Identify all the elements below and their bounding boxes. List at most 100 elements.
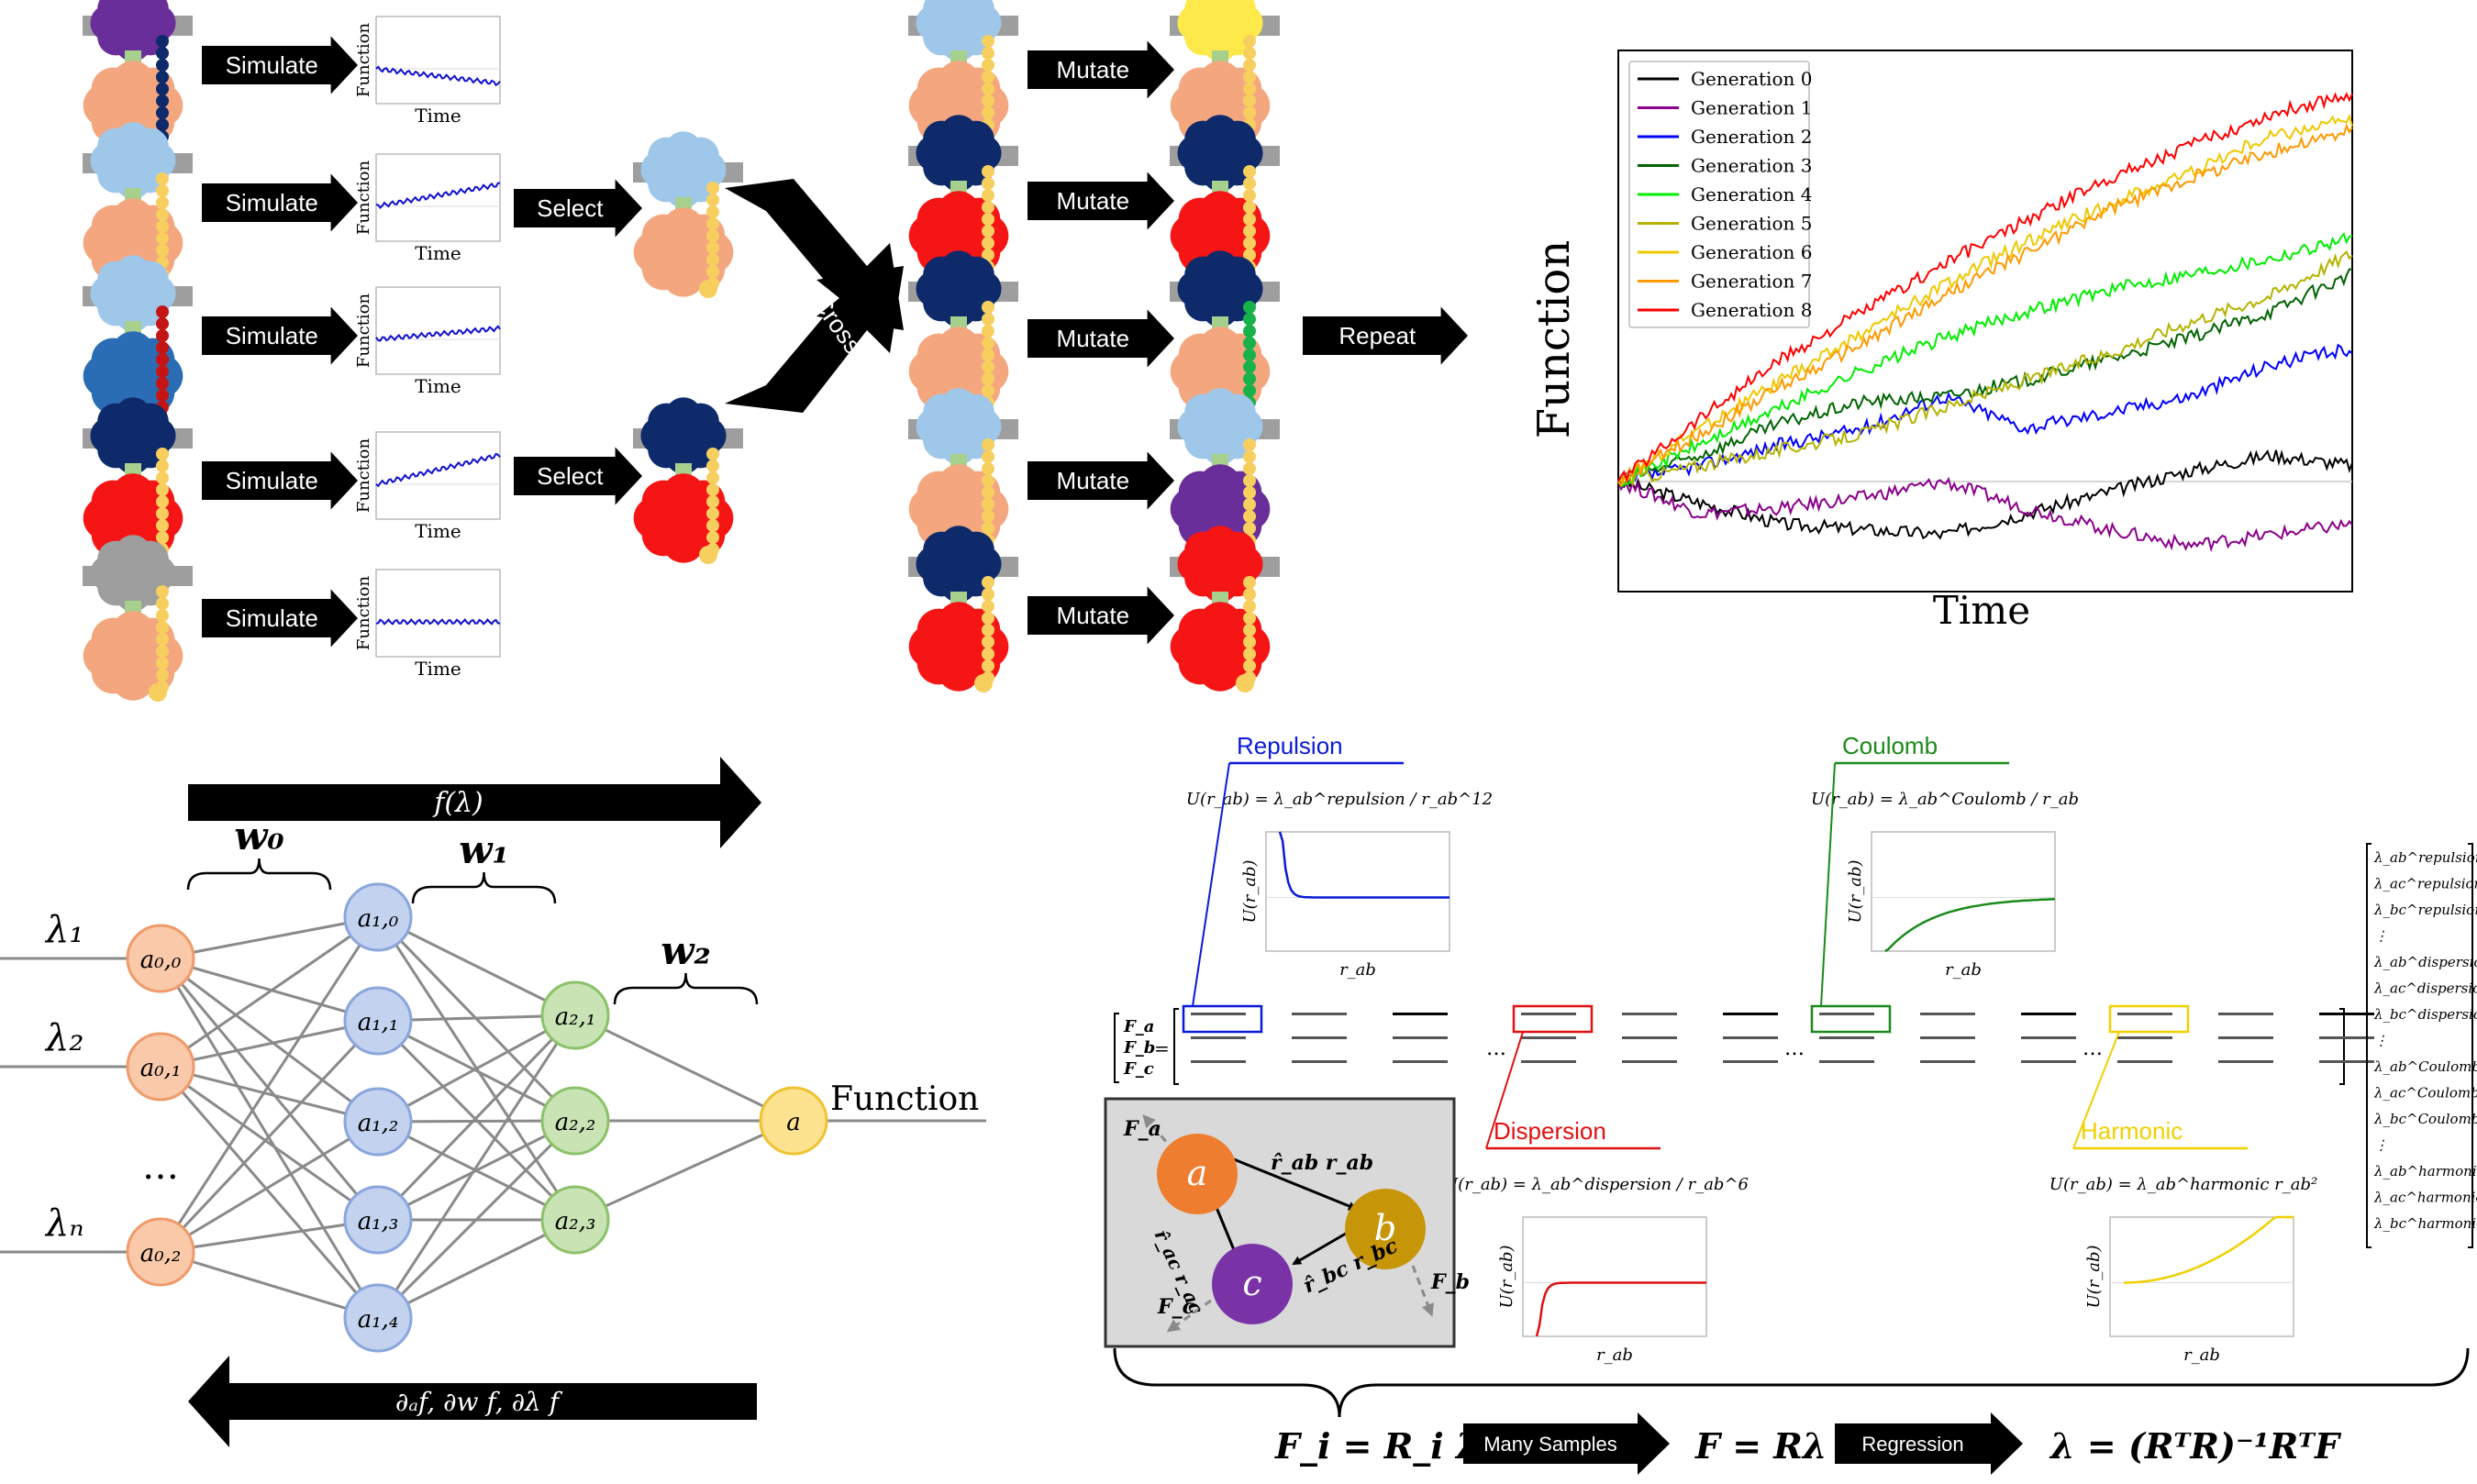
matrix-entry-mark	[1819, 1013, 1874, 1015]
bead	[156, 59, 169, 72]
bead	[1243, 384, 1256, 397]
legend-label: Generation 4	[1691, 183, 1812, 205]
nn-edge	[160, 1065, 379, 1124]
block-arrow: Mutate	[1027, 309, 1174, 368]
block-arrow-label: Simulate	[226, 51, 318, 79]
protein-cartoon	[633, 397, 743, 564]
matrix-entry-mark	[2218, 1060, 2273, 1063]
lambda-entry: λ_ab^dispersion	[2373, 954, 2477, 970]
bead	[156, 621, 169, 634]
mini-plot-ylabel: Function	[354, 293, 373, 369]
mini-plot-frame	[375, 286, 501, 375]
bead	[1243, 59, 1256, 72]
nn-edge	[574, 1013, 794, 1123]
lambda-entry: ⋮	[2374, 1033, 2388, 1049]
block-arrow-shape	[1027, 309, 1174, 368]
block-arrow: Simulate	[202, 589, 358, 648]
bead	[156, 208, 169, 221]
block-arrow-label: Mutate	[1057, 602, 1130, 629]
bead	[982, 659, 994, 672]
matrix-entry-mark	[1292, 1060, 1347, 1063]
blob-core	[655, 490, 712, 547]
matrix-entry-mark	[1723, 1013, 1778, 1015]
bead	[156, 389, 169, 402]
harmonic-plot-xlabel: r_ab	[2183, 1346, 2220, 1365]
matrix-entry-mark	[1521, 1013, 1576, 1015]
bead	[1243, 94, 1256, 107]
nn-node-label: a₂,₃	[555, 1208, 596, 1235]
bead	[982, 177, 994, 190]
matrix-entry-mark	[2218, 1036, 2273, 1039]
matrix-entry-mark	[2319, 1036, 2374, 1039]
bead	[1243, 165, 1256, 178]
chart-series-line	[1617, 268, 2353, 484]
bead	[1243, 301, 1256, 314]
bead	[1243, 600, 1256, 613]
chart-series-line	[1617, 476, 2353, 553]
legend-label: Generation 5	[1691, 213, 1812, 235]
bead	[1243, 372, 1256, 385]
bead	[156, 519, 169, 532]
lambda-entry: λ_ab^harmonic	[2373, 1163, 2477, 1179]
step-arrow-shape	[1835, 1412, 2023, 1475]
block-arrow: Repeat	[1303, 306, 1468, 365]
blob-core	[108, 411, 158, 460]
nn-node-label: a₁,₂	[358, 1110, 399, 1137]
step-arrow: Regression	[1835, 1412, 2023, 1475]
protein-cartoon	[633, 131, 743, 298]
coulomb-matrix-highlight	[1810, 1004, 1892, 1034]
equation-solution: λ = (RᵀR)⁻¹RᵀF	[2049, 1425, 2342, 1467]
bead	[982, 438, 994, 451]
legend-label: Generation 1	[1691, 97, 1812, 119]
blob-core	[105, 348, 161, 404]
lambda-bracket-left	[2366, 843, 2371, 1248]
matrix-entry-mark	[1521, 1036, 1576, 1039]
matrix-entry-mark	[1191, 1013, 1246, 1015]
matrix-entry-mark	[1191, 1060, 1246, 1063]
matrix-entry-mark	[1393, 1060, 1448, 1063]
matrix-entry-mark	[1292, 1013, 1347, 1015]
bead	[982, 213, 994, 226]
block-arrow: Simulate	[202, 173, 358, 232]
weight-brace	[186, 858, 332, 891]
dispersion-matrix-highlight	[1512, 1004, 1594, 1034]
repulsion-plot-xlabel: r_ab	[1339, 960, 1376, 980]
block-arrow-label: Select	[537, 194, 604, 222]
matrix-entry-mark	[2218, 1013, 2273, 1015]
force-b-arrow	[1411, 1265, 1434, 1317]
bead	[156, 460, 169, 472]
repulsion-matrix-highlight	[1182, 1004, 1263, 1034]
repulsion-plot-frame	[1265, 831, 1450, 952]
bead	[706, 519, 719, 532]
bead	[1243, 237, 1256, 249]
bead	[1243, 337, 1256, 349]
bead	[982, 47, 994, 60]
lambda-entry: ⋮	[2374, 928, 2388, 945]
nn-edge	[160, 915, 379, 960]
legend-label: Generation 7	[1691, 271, 1812, 293]
matrix-entry-mark	[1920, 1036, 1975, 1039]
forward-label: f(λ)	[432, 787, 483, 819]
harmonic-plot-frame	[2109, 1216, 2294, 1337]
bead	[156, 71, 169, 83]
dispersion-title: Dispersion	[1494, 1117, 1606, 1145]
blob-core	[934, 0, 983, 48]
nn-edge	[376, 1119, 577, 1320]
bead	[982, 59, 994, 72]
bead	[706, 241, 719, 254]
chart-series-line	[1617, 449, 2353, 540]
bead	[156, 507, 169, 520]
blob-core	[934, 128, 983, 178]
bead	[706, 531, 719, 544]
blob-core	[1192, 77, 1249, 134]
blob-core	[659, 145, 708, 194]
repulsion-connector	[1192, 762, 1230, 1007]
mini-plot-frame	[375, 569, 501, 658]
nn-edge	[159, 1066, 380, 1319]
nn-edge	[377, 1019, 576, 1123]
bead	[1243, 659, 1256, 672]
nn-edge	[160, 957, 379, 1124]
bead	[982, 71, 994, 83]
